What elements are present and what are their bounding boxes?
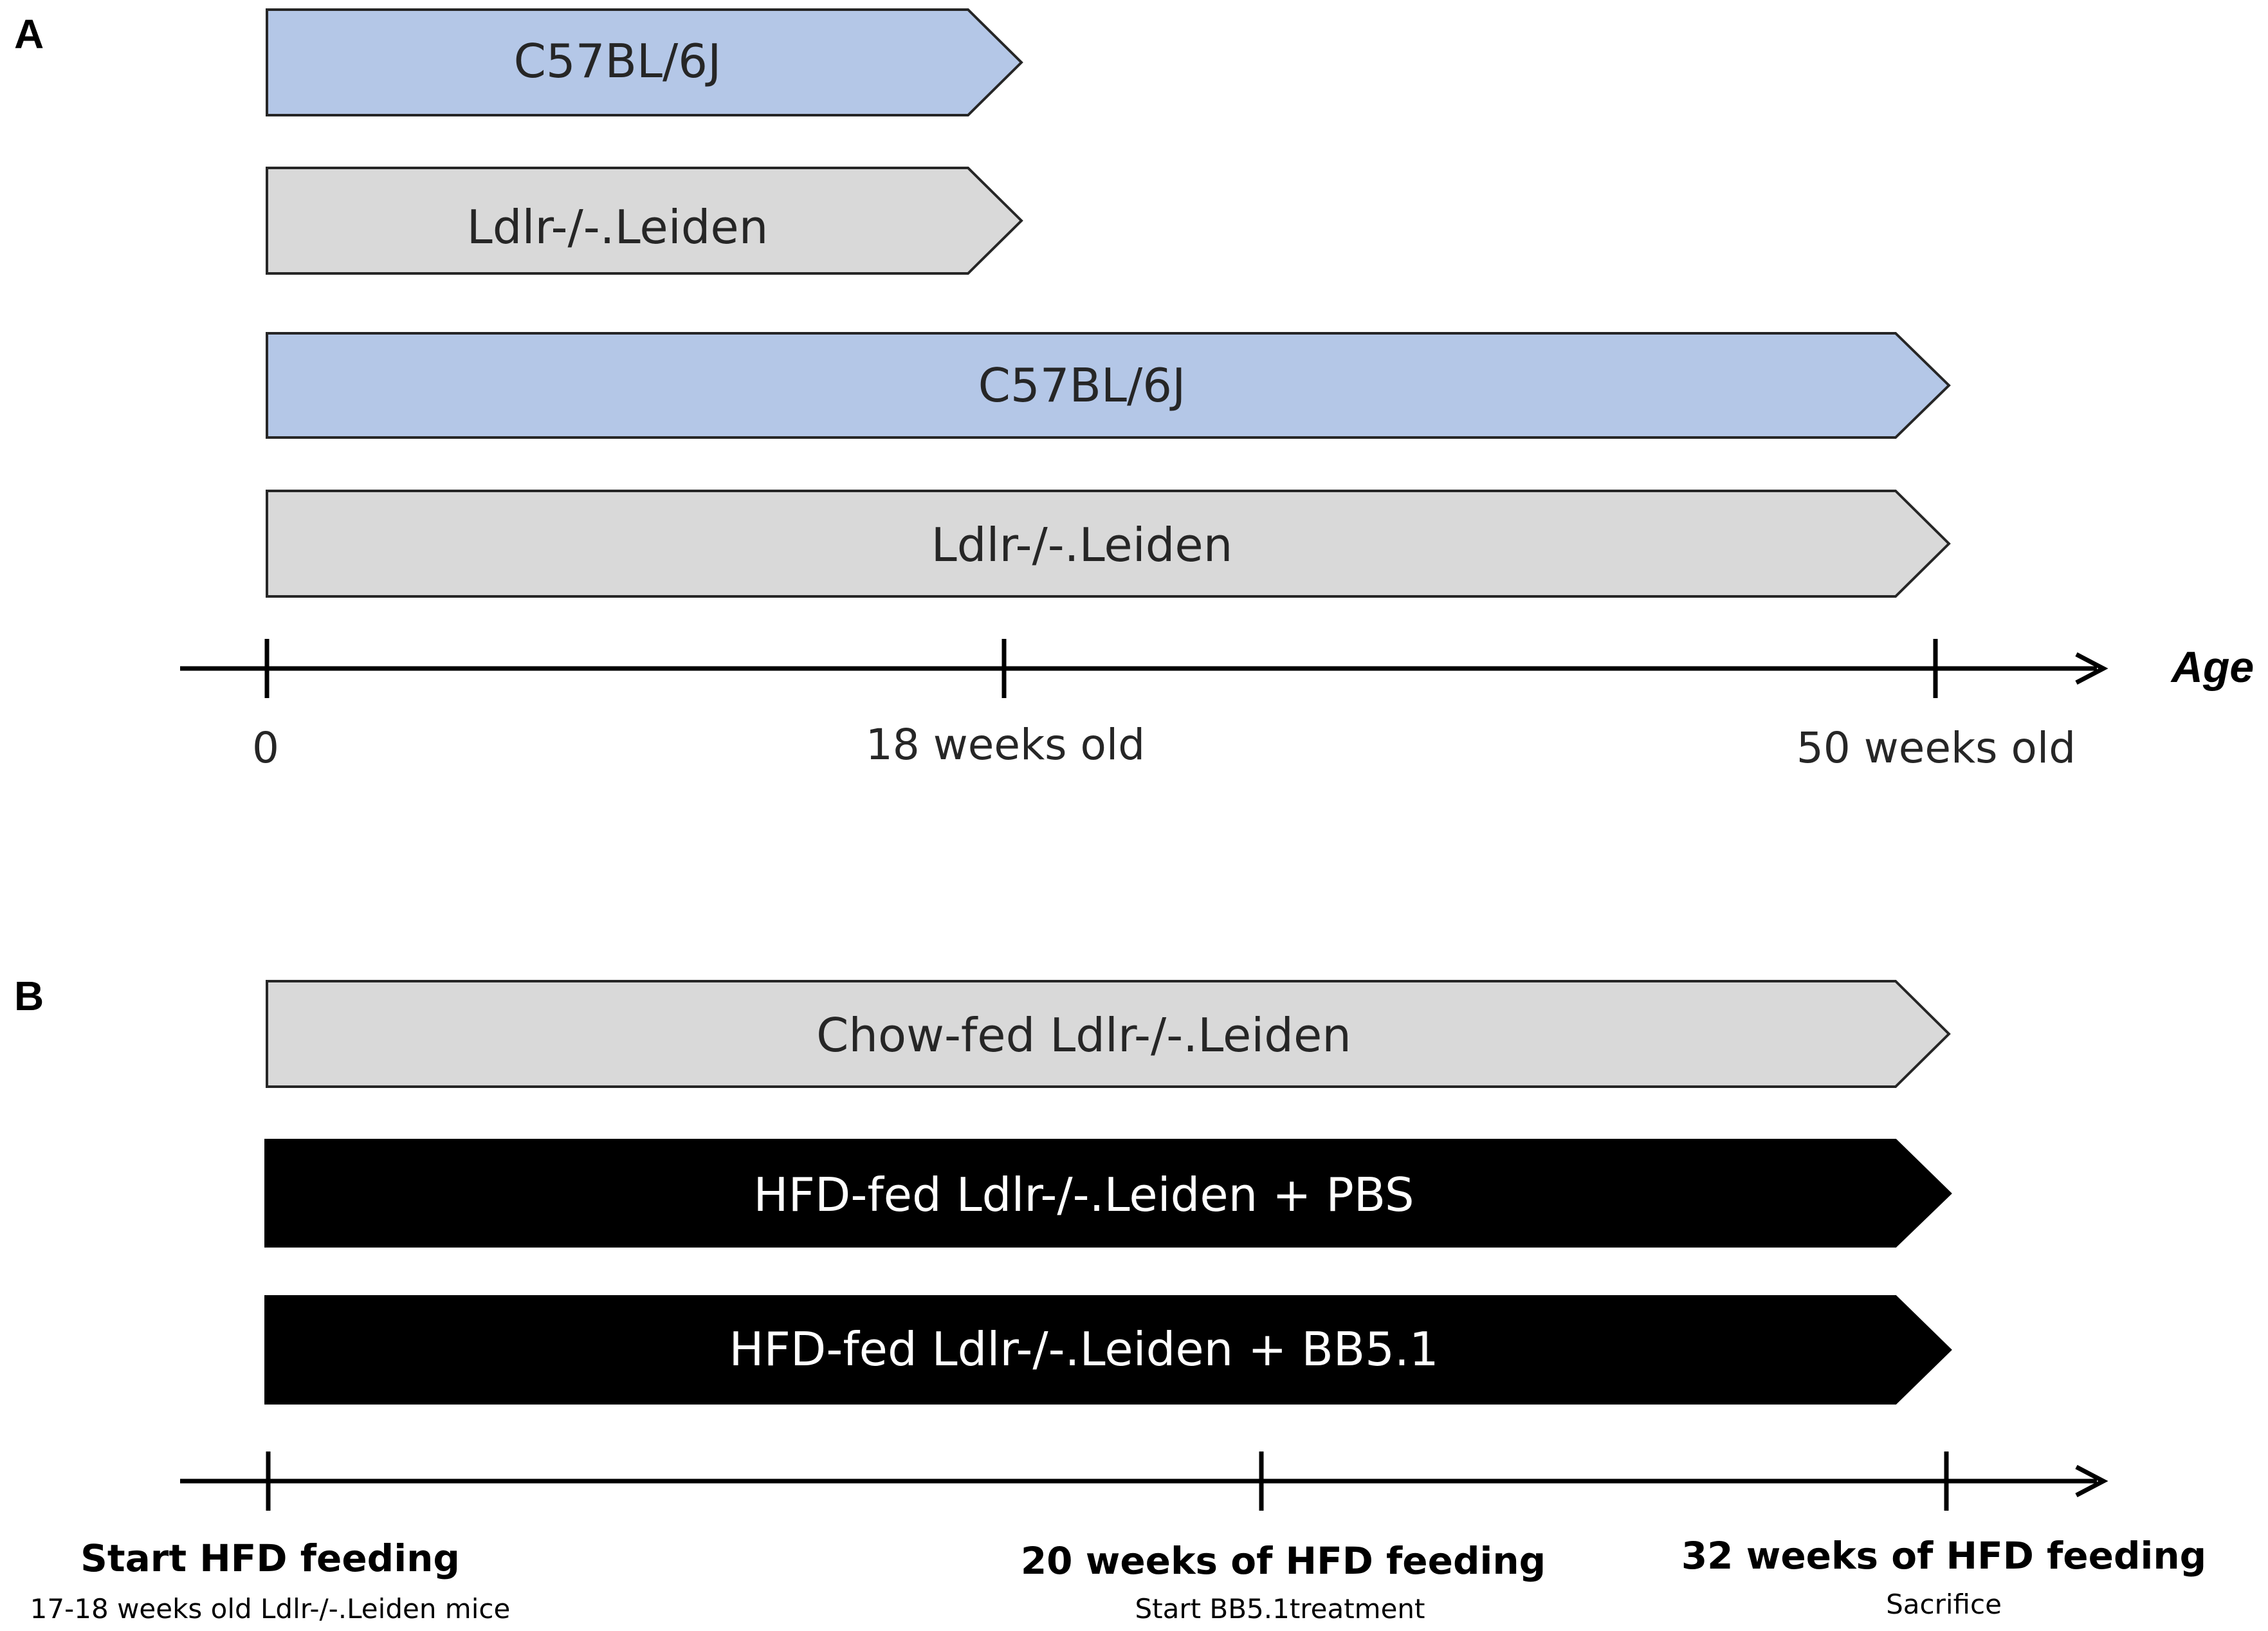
bar-label: Ldlr-/-.Leiden [467,200,769,254]
axis-tick-label: Start HFD feeding [80,1536,460,1580]
axis-title: Age [2170,643,2254,692]
axis-arrow-icon [2075,1464,2108,1498]
panel-b-bars: Chow-fed Ldlr-/-.Leiden HFD-fed Ldlr-/-.… [264,980,1952,1405]
panel-b-bar-2: HFD-fed Ldlr-/-.Leiden + PBS [264,1139,1952,1248]
panel-a-bars: C57BL/6J Ldlr-/-.Leiden C57BL/6J Ldlr-/-… [266,8,1951,598]
panel-a-bar-3: C57BL/6J [266,332,1951,439]
axis-tick-label: 32 weeks of HFD feeding [1681,1534,2206,1578]
axis-tick-label: 50 weeks old [1797,723,2076,773]
axis-tick-label: 20 weeks of HFD feeding [1021,1539,1546,1583]
panel-b-axis: Start HFD feeding 17-18 weeks old Ldlr-/… [30,1451,2206,1625]
bar-label: Ldlr-/-.Leiden [931,518,1233,572]
panel-a-axis: Age 0 18 weeks old 50 weeks old [180,639,2254,773]
bar-label: C57BL/6J [978,358,1186,412]
axis-tick-label: 0 [252,723,279,773]
axis-tick-label: 18 weeks old [866,720,1145,769]
panel-a-bar-1: C57BL/6J [266,8,1023,116]
bar-label: Chow-fed Ldlr-/-.Leiden [816,1008,1351,1062]
panel-b-letter: B [14,973,44,1019]
bar-label: HFD-fed Ldlr-/-.Leiden + BB5.1 [729,1322,1438,1376]
bar-label: C57BL/6J [514,34,722,88]
bar-label: HFD-fed Ldlr-/-.Leiden + PBS [753,1168,1414,1222]
panel-b-bar-1: Chow-fed Ldlr-/-.Leiden [266,980,1951,1088]
panel-a-letter: A [14,11,44,57]
axis-tick-sublabel: Sacrifice [1886,1589,2002,1620]
panel-a-bar-4: Ldlr-/-.Leiden [266,490,1951,598]
axis-tick-sublabel: 17-18 weeks old Ldlr-/-.Leiden mice [30,1593,511,1625]
panel-a-bar-2: Ldlr-/-.Leiden [266,167,1023,275]
axis-tick-sublabel: Start BB5.1treatment [1135,1593,1425,1625]
axis-arrow-icon [2075,652,2108,685]
panel-b-bar-3: HFD-fed Ldlr-/-.Leiden + BB5.1 [264,1295,1952,1405]
